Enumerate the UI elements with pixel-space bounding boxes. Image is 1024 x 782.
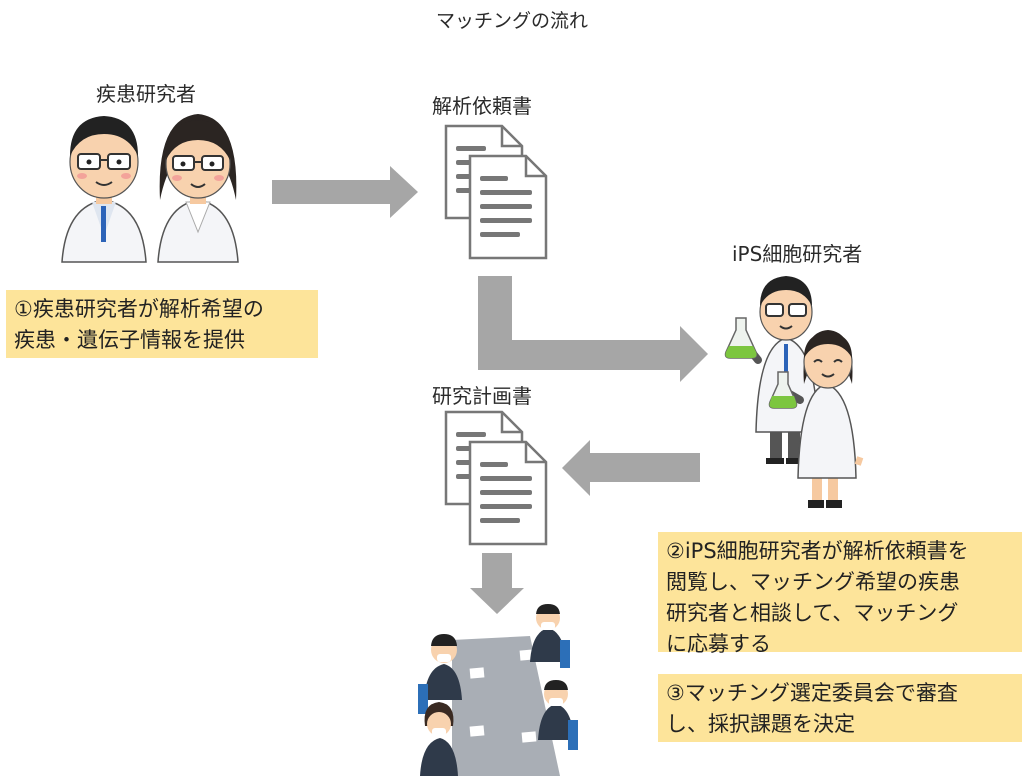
arrow-plan-to-meeting — [470, 553, 524, 614]
step1-line-2: 疾患・遺伝子情報を提供 — [14, 328, 245, 352]
arrow-ips-to-plan — [562, 440, 700, 496]
diagram-title: マッチングの流れ — [435, 10, 588, 32]
male-researcher-icon — [61, 116, 147, 263]
step3-line-2: し、採択課題を決定 — [666, 712, 855, 736]
ips-female-researcher-icon — [768, 330, 864, 508]
meeting-person-right-2-icon — [538, 680, 578, 750]
request-document-label: 解析依頼書 — [432, 94, 532, 118]
meeting-illustration — [418, 604, 578, 776]
arrow-to-request-doc — [272, 166, 418, 218]
meeting-person-left-1-icon — [418, 634, 462, 714]
step1-line-1: ①疾患研究者が解析希望の — [14, 297, 264, 321]
ips-researchers-label: iPS細胞研究者 — [732, 242, 863, 266]
meeting-person-left-2-icon — [420, 702, 458, 776]
step2-line-1: ②iPS細胞研究者が解析依頼書を — [666, 539, 969, 563]
female-researcher-icon — [157, 114, 239, 263]
request-document-icon — [444, 124, 548, 260]
plan-document-label: 研究計画書 — [432, 384, 532, 408]
step2-note: ②iPS細胞研究者が解析依頼書を 閲覧し、マッチング希望の疾患 研究者と相談して… — [658, 532, 1022, 656]
meeting-person-right-1-icon — [530, 604, 570, 668]
step2-line-4: に応募する — [666, 632, 771, 656]
step3-line-1: ③マッチング選定委員会で審査 — [666, 681, 958, 705]
disease-researchers-illustration — [61, 114, 239, 263]
step2-line-3: 研究者と相談して、マッチング — [666, 601, 959, 625]
ips-researchers-illustration — [724, 276, 864, 508]
disease-researchers-label: 疾患研究者 — [96, 82, 196, 106]
step2-line-2: 閲覧し、マッチング希望の疾患 — [666, 570, 960, 594]
plan-document-icon — [444, 410, 548, 546]
step3-note: ③マッチング選定委員会で審査 し、採択課題を決定 — [658, 674, 1022, 742]
arrow-request-to-ips — [478, 276, 708, 382]
step1-note: ①疾患研究者が解析希望の 疾患・遺伝子情報を提供 — [6, 290, 318, 358]
